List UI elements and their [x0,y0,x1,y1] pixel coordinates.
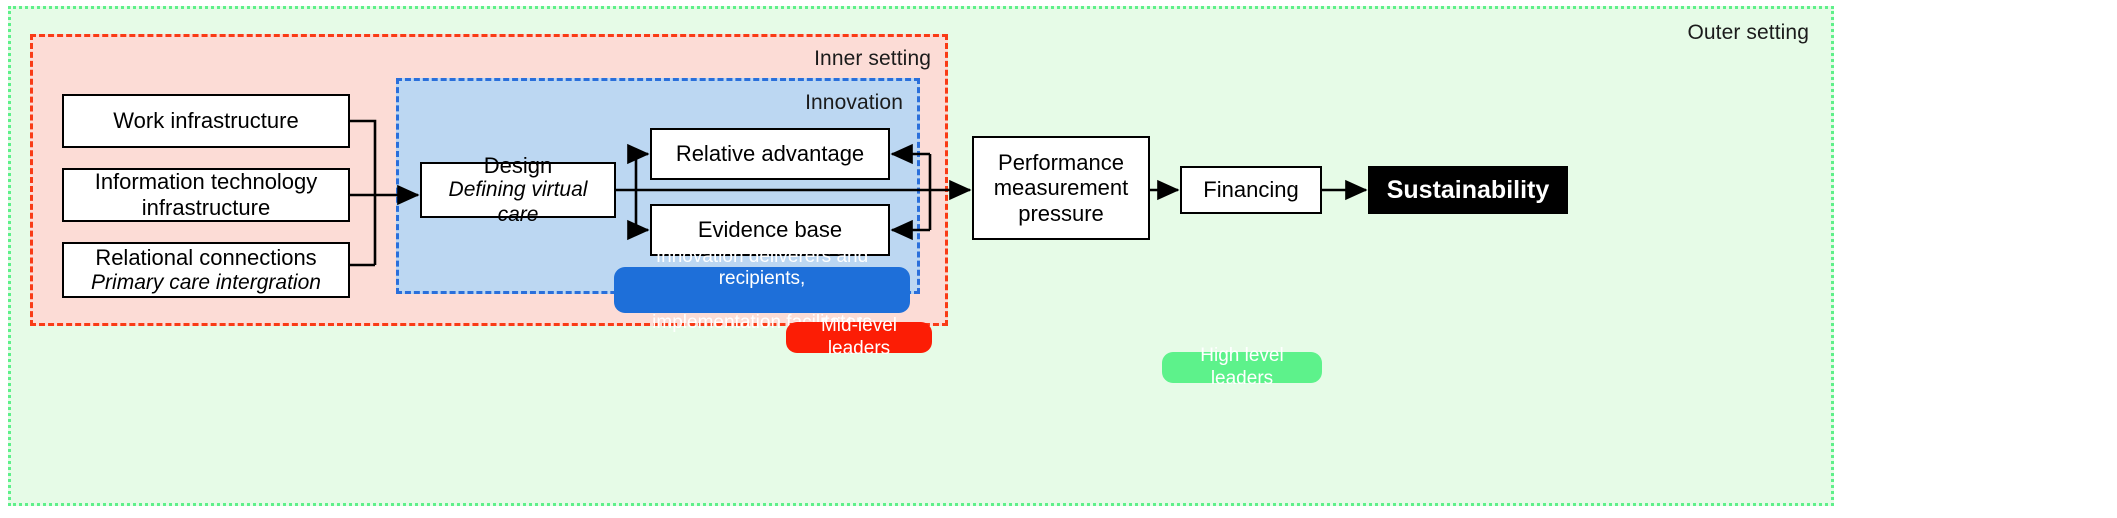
node-performance-pressure-line2: measurement [993,175,1129,201]
badge-mid-level-leaders-label: Mid-level leaders [820,315,898,359]
badge-innovation-deliverers: Innovation deliverers and recipients, im… [614,246,910,333]
node-work-infrastructure[interactable]: Work infrastructure [62,94,350,148]
node-relational-connections-subtitle: Primary care intergration [91,270,321,294]
node-performance-measurement-pressure[interactable]: Performance measurement pressure [972,136,1150,240]
badge-high-level-leaders: High level leaders [1162,345,1322,389]
node-sustainability-title: Sustainability [1386,175,1550,204]
node-sustainability[interactable]: Sustainability [1368,166,1568,214]
node-evidence-base[interactable]: Evidence base [650,204,890,256]
node-information-technology-infrastructure[interactable]: Information technology infrastructure [62,168,350,222]
node-evidence-base-title: Evidence base [697,217,843,243]
node-relative-advantage-title: Relative advantage [675,141,865,167]
node-work-infrastructure-title: Work infrastructure [113,108,299,134]
node-relative-advantage[interactable]: Relative advantage [650,128,890,180]
node-it-infrastructure-title2: infrastructure [141,195,271,220]
badge-mid-level-leaders: Mid-level leaders [786,315,932,359]
node-financing-title: Financing [1203,177,1299,203]
node-design[interactable]: Design Defining virtual care [420,153,616,226]
node-it-infrastructure-title: Information technology [94,169,318,195]
node-relational-connections[interactable]: Relational connections Primary care inte… [62,242,350,298]
node-design-title: Design [483,152,553,178]
badge-innovation-deliverers-line1: Innovation deliverers and recipients, [655,245,869,289]
node-financing[interactable]: Financing [1180,166,1322,214]
region-innovation-label: Innovation [805,91,903,114]
badge-high-level-leaders-label: High level leaders [1200,345,1284,389]
node-relational-connections-title: Relational connections [95,245,317,271]
region-outer-setting-label: Outer setting [1687,21,1809,44]
region-inner-setting-label: Inner setting [814,47,931,70]
node-performance-pressure-line3: pressure [1018,200,1104,226]
node-design-subtitle: Defining virtual care [448,178,588,226]
node-performance-pressure-line1: Performance [998,149,1124,175]
